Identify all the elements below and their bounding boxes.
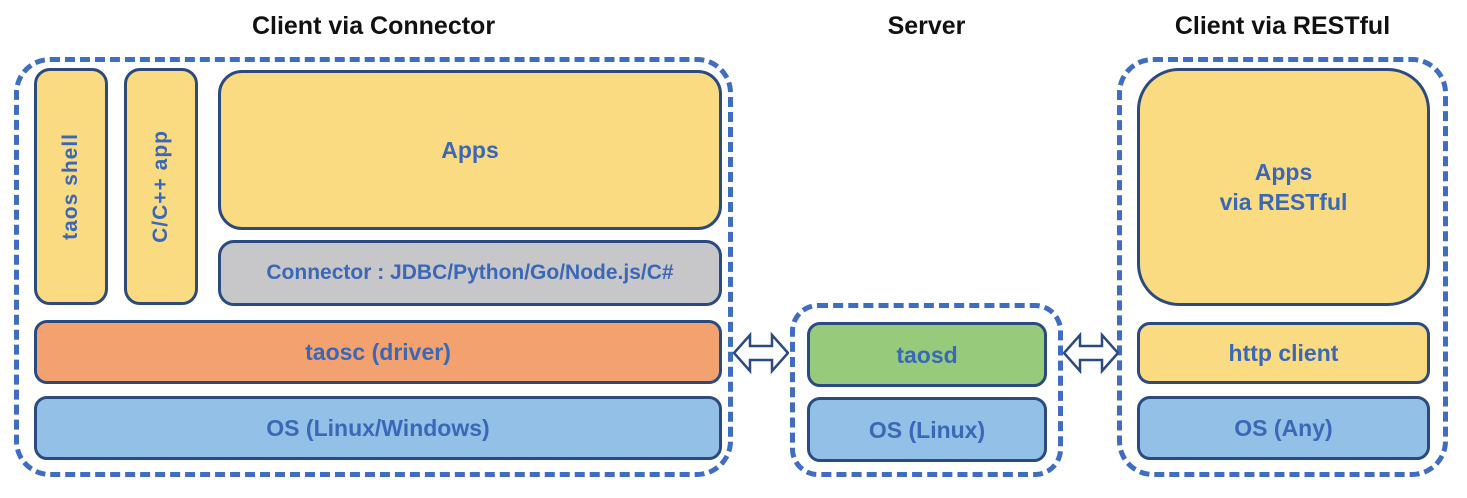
taosd-label: taosd (896, 341, 958, 368)
box-taosd: taosd (807, 322, 1047, 387)
box-apps: Apps (218, 70, 722, 230)
box-os-any: OS (Any) (1137, 396, 1430, 460)
cpp-app-label: C/C++ app (149, 130, 172, 243)
os-linux-label: OS (Linux) (868, 416, 986, 443)
apps-via-restful-label-line1: Apps (1254, 159, 1313, 185)
section-title-server: Server (887, 12, 966, 40)
taosc-label: taosc (driver) (305, 339, 451, 365)
section-title-client-via-restful: Client via RESTful (1174, 12, 1391, 40)
group-client-via-connector (14, 57, 733, 477)
box-taosc-driver: taosc (driver) (34, 320, 722, 384)
box-http-client: http client (1137, 322, 1430, 384)
os-linux-windows-label: OS (Linux/Windows) (266, 415, 490, 441)
apps-label: Apps (441, 137, 499, 163)
box-os-linux-windows: OS (Linux/Windows) (34, 396, 722, 460)
box-cpp-app: C/C++ app (124, 68, 198, 305)
box-taos-shell: taos shell (34, 68, 108, 305)
os-any-label: OS (Any) (1234, 415, 1333, 441)
box-connector: Connector : JDBC/Python/Go/Node.js/C# (218, 240, 722, 306)
box-apps-via-restful: Apps via RESTful (1137, 68, 1430, 306)
bidirectional-arrow-connector-server (733, 332, 789, 374)
taos-shell-label: taos shell (59, 133, 82, 240)
bidirectional-arrow-server-restful (1063, 332, 1119, 374)
section-title-client-via-connector: Client via Connector (251, 12, 496, 40)
apps-via-restful-label-line2: via RESTful (1219, 189, 1348, 215)
box-os-linux: OS (Linux) (807, 397, 1047, 462)
http-client-label: http client (1228, 340, 1339, 366)
group-client-via-restful (1117, 57, 1448, 477)
group-server (790, 303, 1063, 477)
connector-label: Connector : JDBC/Python/Go/Node.js/C# (266, 261, 674, 284)
